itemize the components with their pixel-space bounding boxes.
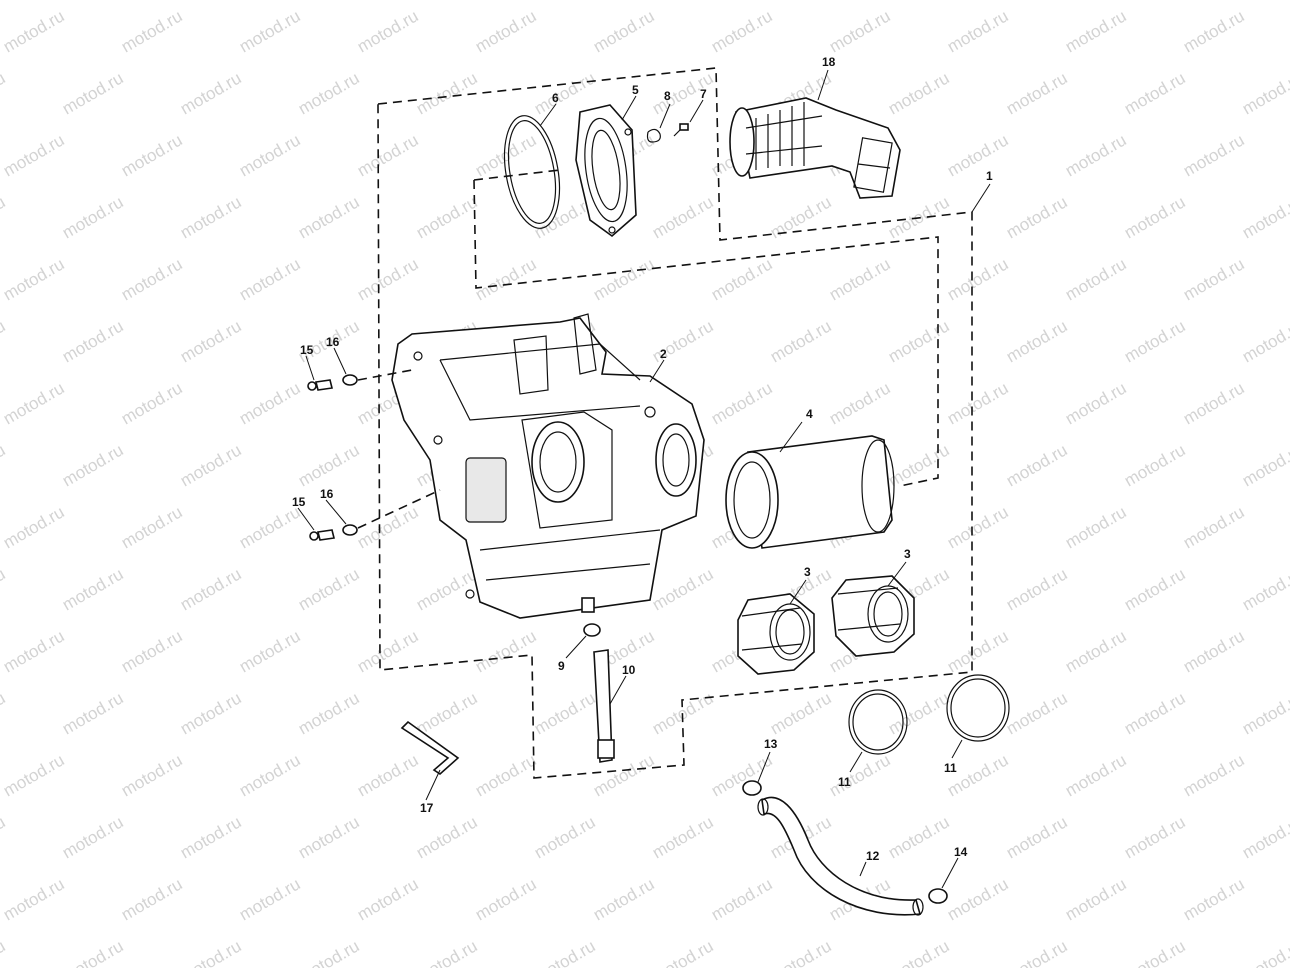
assembly-frame-outline [377, 67, 973, 779]
callout-7: 7 [700, 87, 707, 101]
drain-plug-part[interactable] [593, 649, 615, 763]
callout-17: 17 [420, 801, 434, 815]
element-holder-part[interactable] [575, 104, 637, 238]
clamp-part[interactable] [583, 623, 601, 637]
callout-15-upper: 15 [300, 343, 314, 357]
callout-15-lower: 15 [292, 495, 306, 509]
bolt-upper-part[interactable] [307, 379, 333, 391]
carburetor-joint-left-part[interactable] [737, 593, 815, 675]
callout-2: 2 [660, 347, 667, 361]
air-filter-element-part[interactable] [725, 435, 895, 549]
callout-3-right: 3 [904, 547, 911, 561]
washer-lower-part[interactable] [342, 524, 358, 536]
bolt-lower-part[interactable] [309, 529, 335, 541]
intake-duct-part[interactable] [729, 97, 901, 199]
o-ring-part[interactable] [496, 111, 567, 232]
band-right-part[interactable] [946, 674, 1010, 742]
callouts: 1 2 3 3 4 5 6 7 8 9 10 11 11 12 13 14 15… [292, 55, 993, 863]
bolt-upper-dashline [357, 369, 413, 381]
element-group-outline [473, 169, 939, 487]
hose-clamp-upper-part[interactable] [742, 780, 762, 796]
callout-3-left: 3 [804, 565, 811, 579]
callout-5: 5 [632, 83, 639, 97]
callout-4: 4 [806, 407, 813, 421]
air-cleaner-housing-part[interactable] [391, 313, 705, 619]
callout-1: 1 [986, 169, 993, 183]
callout-16-upper: 16 [326, 335, 340, 349]
callout-12: 12 [866, 849, 880, 863]
screw-part[interactable] [673, 123, 689, 137]
callout-13: 13 [764, 737, 778, 751]
callout-11-right: 11 [944, 761, 957, 775]
hex-wrench-part[interactable] [400, 720, 460, 776]
breather-hose-part[interactable] [757, 796, 924, 916]
washer-upper-part[interactable] [342, 374, 358, 386]
hose-clamp-lower-part[interactable] [928, 888, 948, 904]
callout-10: 10 [622, 663, 636, 677]
leader-lines [297, 69, 991, 889]
carburetor-joint-right-part[interactable] [831, 575, 915, 657]
callout-6: 6 [552, 91, 559, 105]
callout-16-lower: 16 [320, 487, 334, 501]
bolt-lower-dashline [357, 489, 441, 529]
callout-11-left: 11 [838, 775, 851, 789]
clip-part[interactable] [646, 128, 661, 143]
band-left-part[interactable] [848, 689, 908, 755]
callout-14: 14 [954, 845, 968, 859]
callout-8: 8 [664, 89, 671, 103]
callout-18: 18 [822, 55, 836, 69]
callout-9: 9 [558, 659, 565, 673]
